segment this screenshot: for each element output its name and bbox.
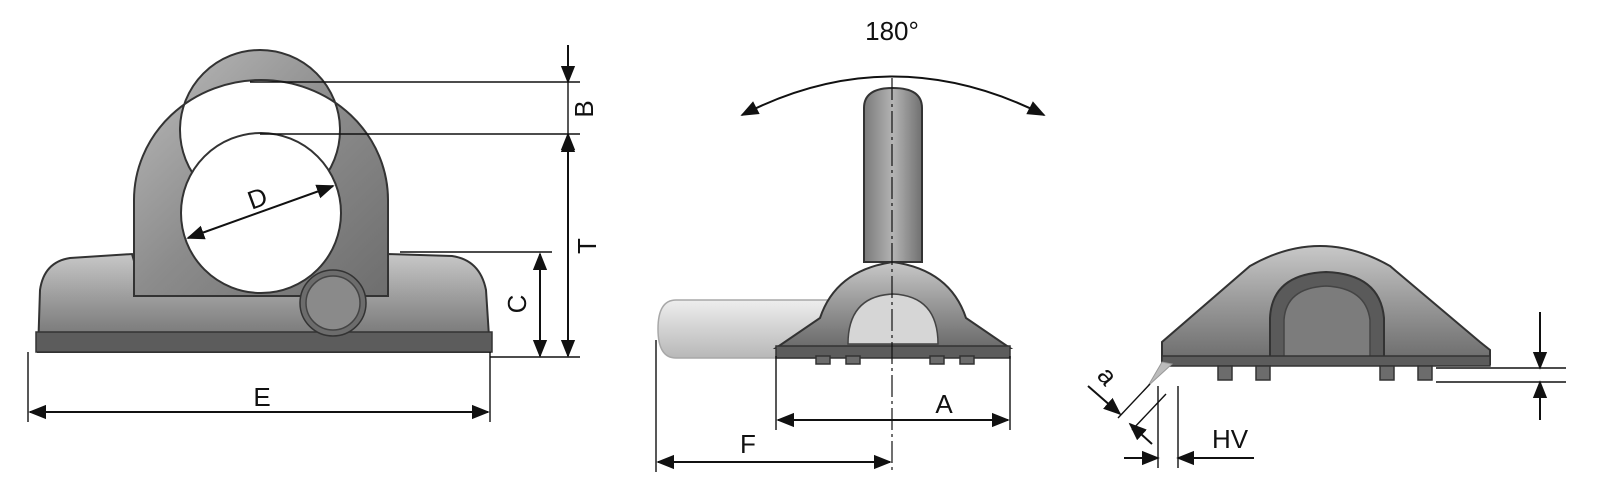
dim-line-weld-a-1 bbox=[1087, 385, 1122, 416]
weld-fillet bbox=[1147, 361, 1174, 387]
dim-line-d bbox=[186, 184, 335, 240]
label-weld-a: a bbox=[1091, 361, 1124, 392]
front-base-bottom bbox=[35, 331, 493, 353]
side-base-highlight bbox=[847, 293, 939, 345]
front-view: D B T C E bbox=[27, 45, 602, 422]
label-b: B bbox=[569, 100, 599, 117]
label-a: A bbox=[935, 389, 953, 419]
label-c: C bbox=[502, 295, 532, 314]
weld-view: a HV bbox=[1087, 245, 1566, 468]
label-hv: HV bbox=[1212, 424, 1249, 454]
label-f: F bbox=[740, 429, 756, 459]
label-e: E bbox=[253, 382, 270, 412]
side-view: 180° A F bbox=[655, 16, 1046, 474]
swing-arc bbox=[740, 75, 1046, 116]
ring-hole bbox=[180, 132, 342, 294]
dim-line-weld-a-2 bbox=[1128, 422, 1153, 445]
upright-stem bbox=[863, 86, 923, 263]
label-t: T bbox=[572, 238, 602, 254]
label-180: 180° bbox=[865, 16, 919, 46]
